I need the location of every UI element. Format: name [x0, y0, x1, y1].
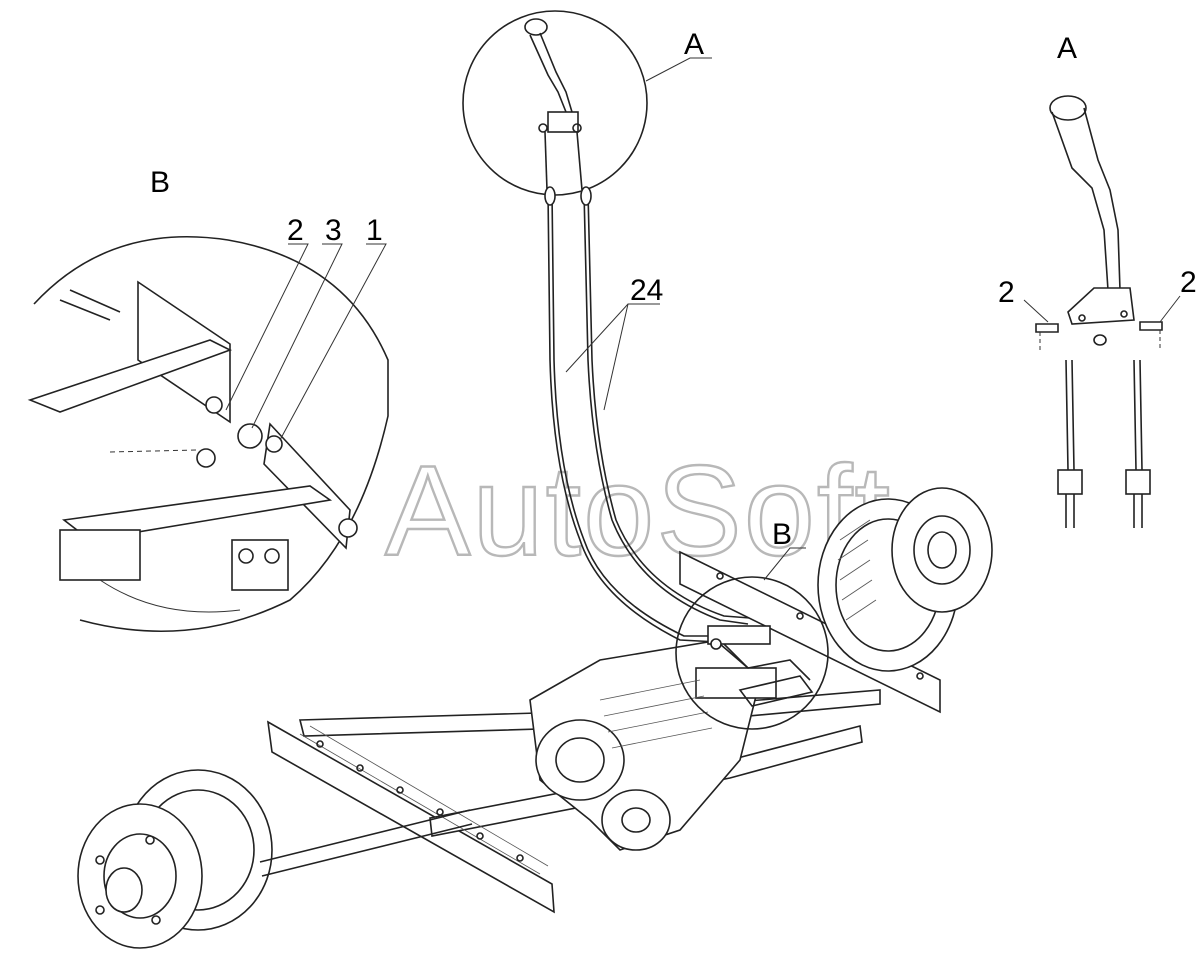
- gear-shift-cables: [544, 186, 751, 643]
- callout-part-1: 1: [366, 214, 383, 247]
- right-wheel-hub: [817, 487, 993, 672]
- detail-b-linkage: [27, 236, 389, 632]
- detail-circle-b: [675, 576, 829, 730]
- callout-view-a-circle: A: [684, 28, 704, 61]
- callout-part-24: 24: [630, 274, 663, 307]
- gearbox: [529, 639, 777, 851]
- detail-circle-a: [462, 10, 648, 196]
- callout-part-2-detail-b: 2: [287, 214, 304, 247]
- callout-view-b-circle: B: [772, 518, 792, 551]
- callout-part-2-left: 2: [998, 276, 1015, 309]
- watermark: AutoSoft: [385, 440, 892, 583]
- view-a-title: A: [1057, 32, 1077, 65]
- callout-part-2-right: 2: [1180, 266, 1197, 299]
- left-wheel-hub: [77, 769, 473, 949]
- view-b-title: B: [150, 166, 170, 199]
- callout-part-3: 3: [325, 214, 342, 247]
- detail-a-lever-assembly: [1035, 95, 1163, 528]
